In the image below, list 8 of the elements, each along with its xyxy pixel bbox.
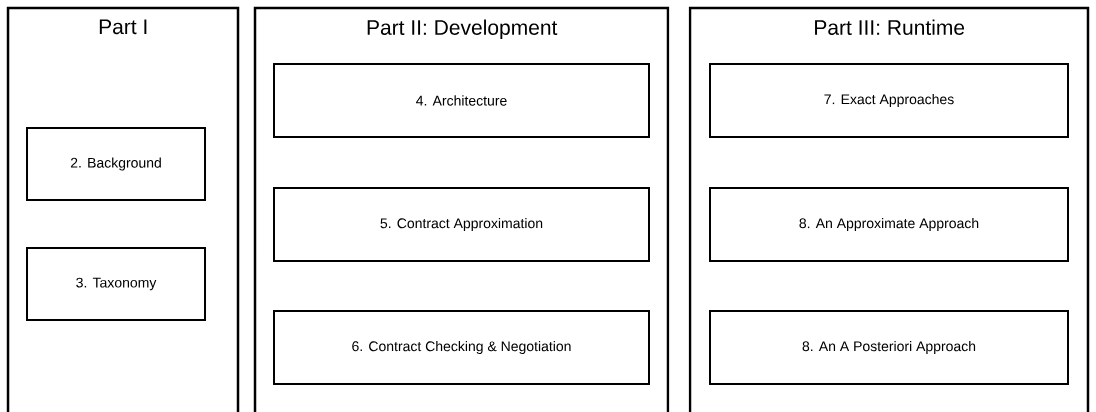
section-box: 5. Contract Approximation	[273, 187, 650, 262]
section-box: 8. An Approximate Approach	[709, 187, 1069, 262]
section-box: 7. Exact Approaches	[709, 63, 1069, 138]
section-box: 6. Contract Checking & Negotiation	[273, 310, 650, 385]
section-box: 4. Architecture	[273, 63, 650, 138]
section-box: 3. Taxonomy	[26, 247, 206, 321]
section-box: 2. Background	[26, 127, 206, 201]
section-box: 8. An A Posteriori Approach	[709, 310, 1069, 385]
